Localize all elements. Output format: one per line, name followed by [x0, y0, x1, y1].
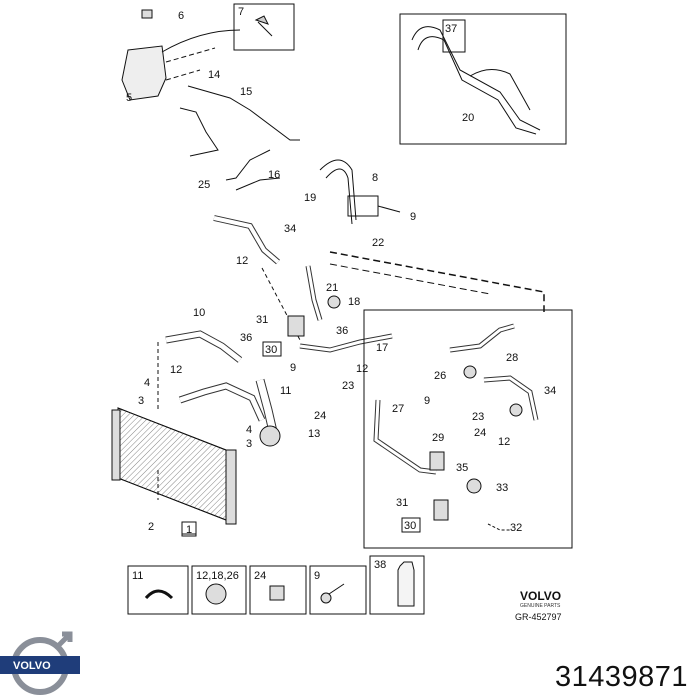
label-7: 7	[238, 6, 244, 18]
label-12-c: 12	[356, 363, 368, 375]
label-14: 14	[208, 69, 220, 81]
label-23-b: 23	[472, 411, 484, 423]
key-label-12-18-26: 12,18,26	[196, 570, 239, 582]
label-19: 19	[304, 192, 316, 204]
radiator	[111, 342, 237, 525]
label-3-a: 3	[138, 395, 144, 407]
label-3-b: 3	[246, 438, 252, 450]
label-2: 2	[148, 521, 154, 533]
label-9-inset: 9	[424, 395, 430, 407]
label-29: 29	[432, 432, 444, 444]
diagram-reference: GR-452797	[515, 612, 562, 622]
label-24-a: 24	[314, 410, 326, 422]
label-30-b: 30	[404, 520, 416, 532]
key-box-38	[369, 555, 425, 615]
label-8: 8	[372, 172, 378, 184]
label-31-a: 31	[256, 314, 268, 326]
expansion-tank	[121, 9, 241, 101]
inset-box-bottom-right	[363, 309, 573, 549]
label-20: 20	[462, 112, 474, 124]
label-35: 35	[456, 462, 468, 474]
inset-pipes	[373, 323, 539, 531]
label-11: 11	[280, 385, 291, 397]
label-12-a: 12	[236, 255, 248, 267]
key-label-24: 24	[254, 570, 266, 582]
pipe-assembly-19	[319, 159, 401, 225]
dashed-guide	[329, 251, 545, 312]
label-6: 6	[178, 10, 184, 22]
key-label-9: 9	[314, 570, 320, 582]
label-4-b: 4	[246, 424, 252, 436]
label-22: 22	[372, 237, 384, 249]
label-37: 37	[445, 23, 457, 35]
key-box-11	[127, 565, 189, 615]
key-box-12-18-26	[191, 565, 247, 615]
label-32: 32	[510, 522, 522, 534]
key-label-11: 11	[132, 570, 143, 582]
brand-subtitle: GENUINE PARTS	[520, 603, 561, 609]
coolant-hoses-upper	[179, 85, 300, 191]
key-box-9	[309, 565, 367, 615]
brand-wordmark: VOLVO	[520, 589, 561, 603]
label-5: 5	[126, 92, 132, 104]
label-36-b: 36	[336, 325, 348, 337]
label-25: 25	[198, 179, 210, 191]
label-26: 26	[434, 370, 446, 382]
label-36-a: 36	[240, 332, 252, 344]
pipe-assembly-20	[411, 26, 541, 135]
label-16: 16	[268, 169, 280, 181]
key-box-24	[249, 565, 307, 615]
svg-text:VOLVO: VOLVO	[13, 660, 51, 672]
label-17: 17	[376, 342, 388, 354]
label-9-top: 9	[410, 211, 416, 223]
label-15: 15	[240, 86, 252, 98]
label-12-b: 12	[170, 364, 182, 376]
label-34-b: 34	[544, 385, 556, 397]
label-33: 33	[496, 482, 508, 494]
label-12-d: 12	[498, 436, 510, 448]
callout-labels: 6 7 5 14 15 25 16 37 20 19 8 9 22 34 12 …	[126, 6, 556, 582]
label-34-top: 34	[284, 223, 296, 235]
callout-box-7	[233, 3, 295, 51]
label-27: 27	[392, 403, 404, 415]
label-4-a: 4	[144, 377, 150, 389]
label-28: 28	[506, 352, 518, 364]
label-31-b: 31	[396, 497, 408, 509]
volvo-logo: VOLVO	[0, 631, 80, 695]
label-9-mid: 9	[290, 362, 296, 374]
key-label-38: 38	[374, 559, 386, 571]
inset-box-top-right	[399, 13, 567, 145]
label-24-b: 24	[474, 427, 486, 439]
label-30-a: 30	[265, 344, 277, 356]
label-21: 21	[326, 282, 338, 294]
label-10: 10	[193, 307, 205, 319]
label-23-a: 23	[342, 380, 354, 392]
label-18: 18	[348, 296, 360, 308]
label-13: 13	[308, 428, 320, 440]
label-1: 1	[186, 524, 192, 536]
part-number: 31439871	[554, 661, 688, 693]
